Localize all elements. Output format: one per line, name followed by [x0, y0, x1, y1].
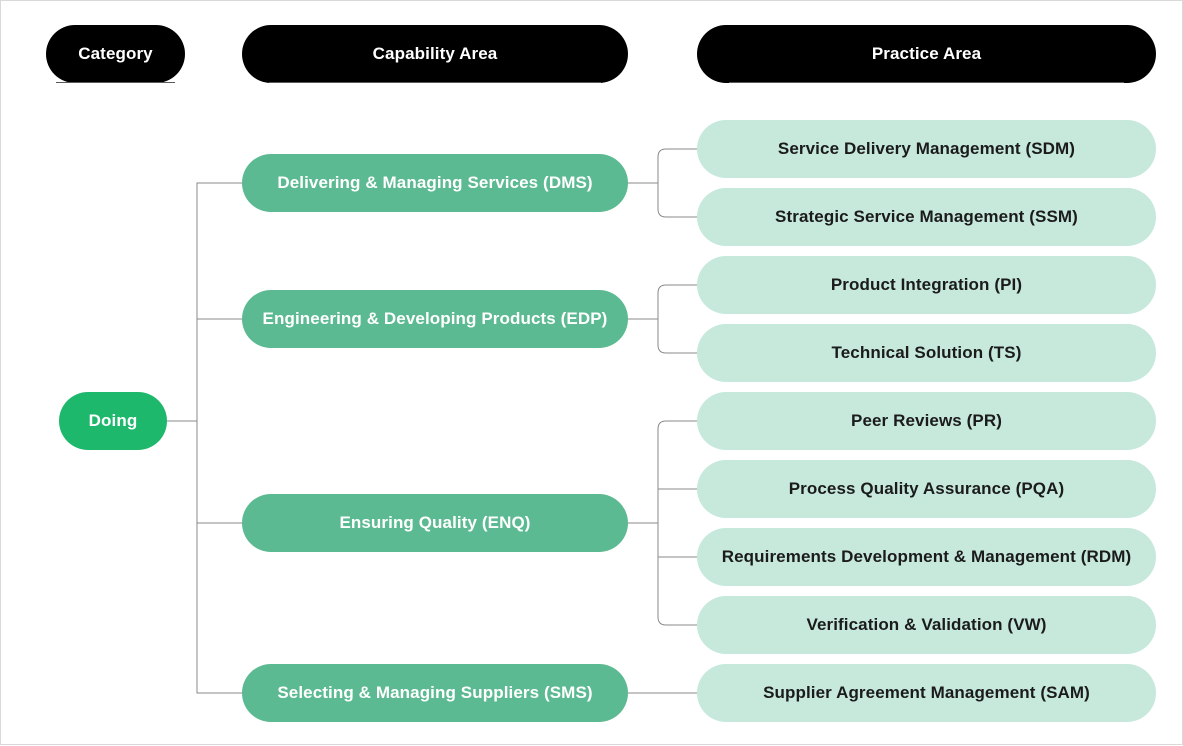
connector-edp-vertical — [657, 284, 698, 354]
practice-label: Supplier Agreement Management (SAM) — [763, 683, 1090, 702]
capability-node-edp: Engineering & Developing Products (EDP) — [242, 290, 628, 348]
capability-label: Engineering & Developing Products (EDP) — [262, 309, 608, 328]
practice-label: Product Integration (PI) — [830, 275, 1023, 294]
header-practice-area: Practice Area — [697, 25, 1156, 83]
practice-node-ssm: Strategic Service Management (SSM) — [697, 188, 1156, 246]
practice-label: Strategic Service Management (SSM) — [775, 207, 1078, 226]
capability-label: Selecting & Managing Suppliers (SMS) — [277, 683, 593, 702]
practice-label: Verification & Validation (VW) — [806, 615, 1047, 634]
capability-node-sms: Selecting & Managing Suppliers (SMS) — [242, 664, 628, 722]
practice-node-pr: Peer Reviews (PR) — [697, 392, 1156, 450]
connector-category-vertical — [196, 182, 205, 694]
practice-node-ts: Technical Solution (TS) — [697, 324, 1156, 382]
practice-node-vw: Verification & Validation (VW) — [697, 596, 1156, 654]
capability-node-enq: Ensuring Quality (ENQ) — [242, 494, 628, 552]
practice-label: Process Quality Assurance (PQA) — [788, 479, 1065, 498]
category-label: Doing — [88, 411, 138, 430]
practice-node-rdm: Requirements Development & Management (R… — [697, 528, 1156, 586]
connector-dms-vertical — [657, 148, 698, 218]
practice-node-pqa: Process Quality Assurance (PQA) — [697, 460, 1156, 518]
capability-node-dms: Delivering & Managing Services (DMS) — [242, 154, 628, 212]
practice-node-sdm: Service Delivery Management (SDM) — [697, 120, 1156, 178]
connector-enq-vertical — [657, 420, 698, 626]
practice-label: Technical Solution (TS) — [831, 343, 1022, 362]
practice-label: Service Delivery Management (SDM) — [777, 139, 1076, 158]
header-category: Category — [46, 25, 185, 83]
practice-label: Peer Reviews (PR) — [851, 411, 1002, 430]
category-node-doing: Doing — [59, 392, 167, 450]
header-category-label: Category — [78, 44, 153, 63]
capability-label: Delivering & Managing Services (DMS) — [277, 173, 593, 192]
header-practice-area-label: Practice Area — [871, 44, 982, 63]
header-capability-area-label: Capability Area — [372, 44, 498, 63]
practice-node-sam: Supplier Agreement Management (SAM) — [697, 664, 1156, 722]
capability-label: Ensuring Quality (ENQ) — [339, 513, 531, 532]
practice-label: Requirements Development & Management (R… — [721, 547, 1132, 566]
header-capability-area: Capability Area — [242, 25, 628, 83]
practice-node-pi: Product Integration (PI) — [697, 256, 1156, 314]
